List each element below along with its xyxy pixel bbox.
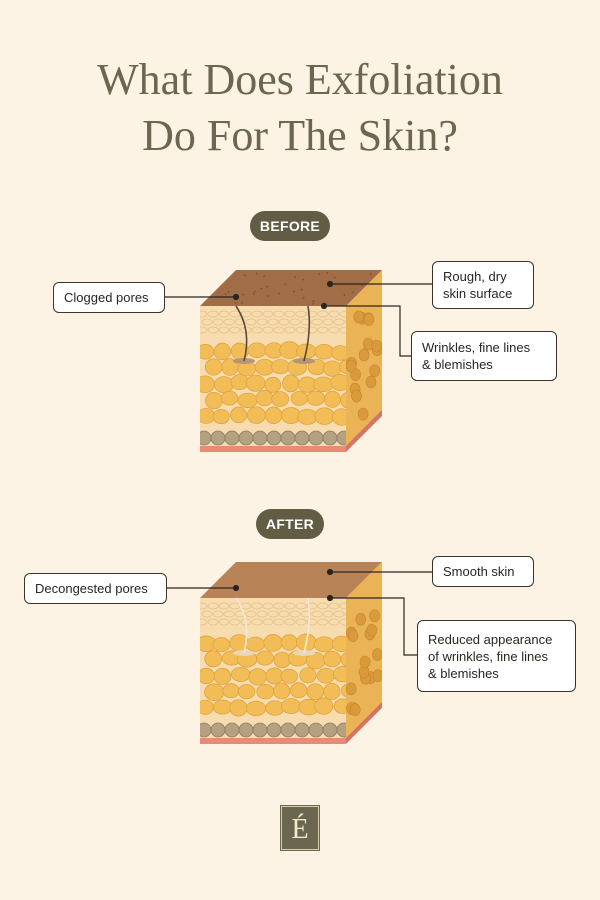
cube-side-face <box>346 270 382 452</box>
cube-top-surface <box>200 562 382 598</box>
rough-dry-surface-callout: Rough, dry skin surface <box>432 261 534 309</box>
pore-line <box>235 305 248 362</box>
pore-line <box>303 305 311 362</box>
cube-side-face <box>346 562 382 744</box>
brand-logo: É <box>280 805 320 851</box>
after-skin-cube <box>200 562 382 744</box>
after-label: AFTER <box>256 509 324 539</box>
decongested-pores-callout: Decongested pores <box>24 573 167 604</box>
clogged-pores-dot <box>232 293 240 301</box>
cube-front-face <box>200 306 346 452</box>
reduced-appearance-dot <box>326 594 334 602</box>
clogged-pores-callout: Clogged pores <box>53 282 165 313</box>
page-title-line-1: What Does Exfoliation <box>97 55 503 104</box>
wrinkles-leader <box>324 305 411 357</box>
reduced-appearance-leader <box>330 597 417 656</box>
rough-surface-dot <box>326 280 334 288</box>
pore-line <box>235 597 248 654</box>
pore-line <box>303 597 311 654</box>
cube-top-surface <box>200 270 382 306</box>
smooth-skin-dot <box>326 568 334 576</box>
reduced-appearance-callout: Reduced appearance of wrinkles, fine lin… <box>417 620 576 692</box>
before-label: BEFORE <box>250 211 330 241</box>
smooth-skin-callout: Smooth skin <box>432 556 534 587</box>
before-skin-cube <box>200 270 382 452</box>
wrinkles-dot <box>320 302 328 310</box>
page-title-line-2: Do For The Skin? <box>142 111 458 160</box>
decongested-pores-dot <box>232 584 240 592</box>
cube-front-face <box>200 598 346 744</box>
wrinkles-callout: Wrinkles, fine lines & blemishes <box>411 331 557 381</box>
